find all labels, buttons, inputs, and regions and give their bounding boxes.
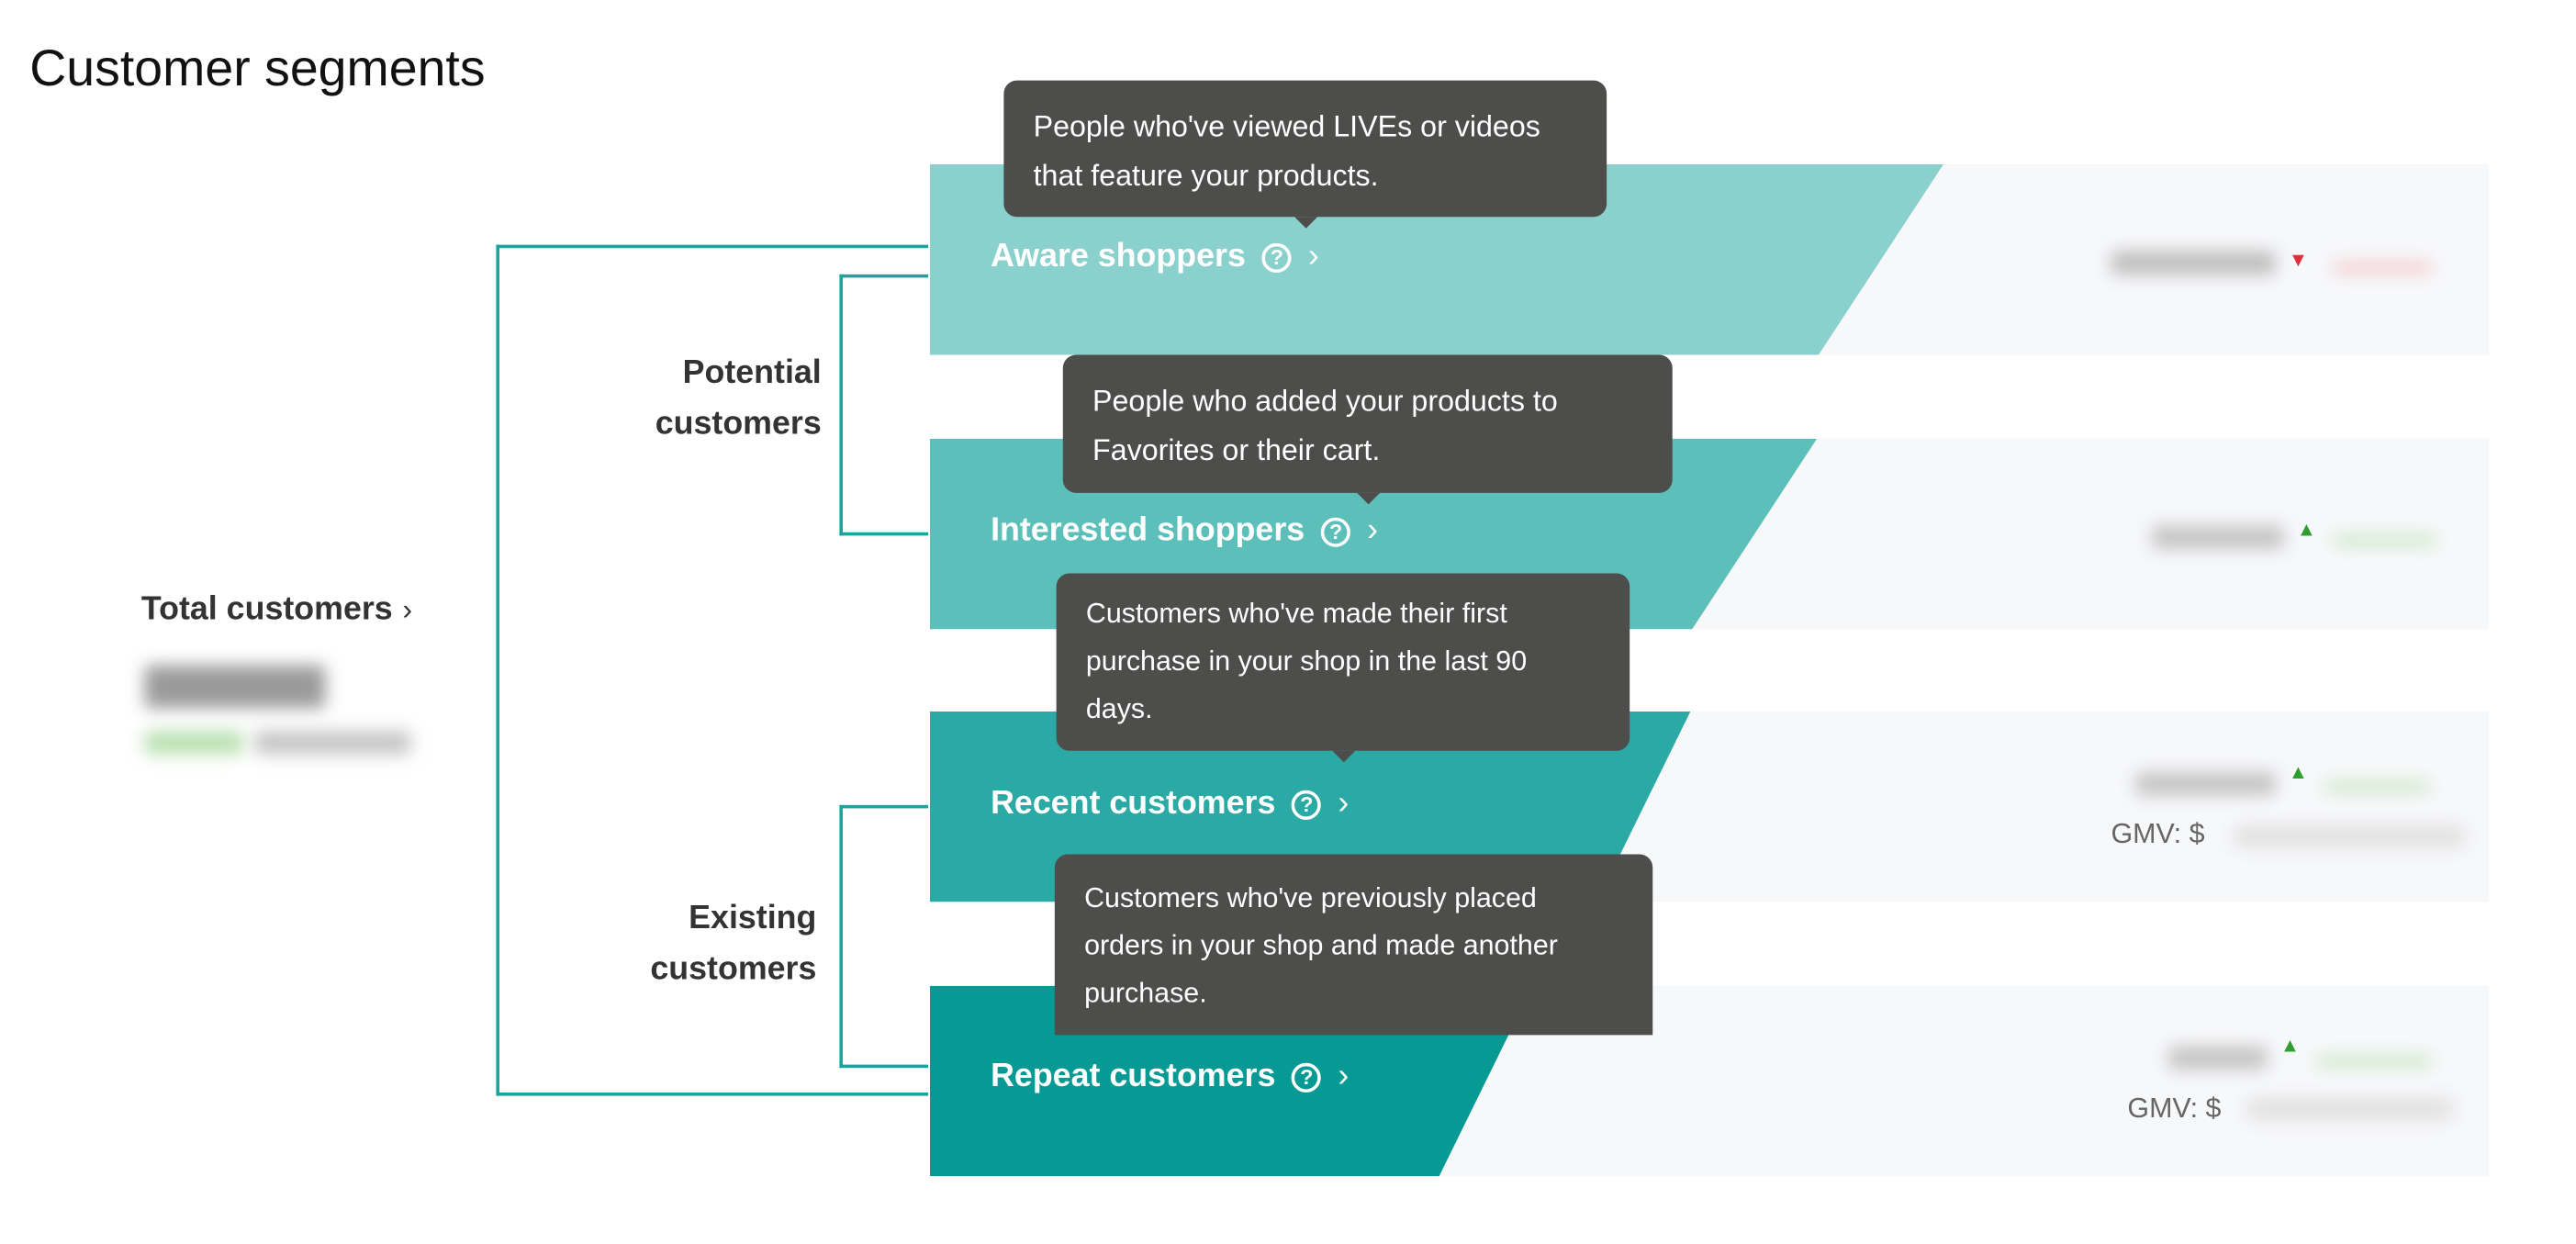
- total-customers-value-redacted: [144, 665, 326, 709]
- existing-customers-label: Existing customers: [591, 893, 816, 995]
- bracket-existing-bottom: [839, 1064, 929, 1069]
- tooltip-text: People who added your products to Favori…: [1092, 384, 1558, 467]
- tooltip-aware-shoppers: People who've viewed LIVEs or videos tha…: [1003, 80, 1607, 229]
- group-label-line: Potential: [682, 354, 822, 391]
- group-label-line: Existing: [689, 900, 817, 937]
- trend-down-icon: ▼: [2288, 248, 2309, 272]
- tooltip-text: Customers who've previously placed order…: [1084, 881, 1558, 1009]
- repeat-value-redacted: [2168, 1046, 2268, 1070]
- chevron-right-icon: ›: [1307, 238, 1319, 275]
- segment-repeat-customers[interactable]: Repeat customers ? ›: [991, 1058, 1349, 1095]
- repeat-gmv-redacted: [2247, 1097, 2453, 1121]
- recent-gmv-label: GMV: $: [2111, 818, 2205, 850]
- recent-gmv-redacted: [2234, 824, 2465, 848]
- segment-aware-shoppers[interactable]: Aware shoppers ? ›: [991, 238, 1319, 275]
- total-change-redacted: [144, 731, 243, 755]
- bracket-existing: [839, 804, 844, 1069]
- chevron-right-icon: ›: [1338, 785, 1350, 822]
- help-icon[interactable]: ?: [1292, 789, 1322, 820]
- interested-value-redacted: [2152, 525, 2284, 549]
- tooltip-text: People who've viewed LIVEs or videos tha…: [1033, 109, 1540, 193]
- recent-value-redacted: [2135, 772, 2276, 796]
- bracket-outer-bottom: [496, 1093, 929, 1096]
- potential-customers-label: Potential customers: [591, 348, 822, 450]
- tooltip-arrow: [1332, 750, 1356, 763]
- chevron-right-icon: ›: [1367, 512, 1379, 549]
- segment-label: Repeat customers: [991, 1058, 1276, 1094]
- tooltip-arrow: [1357, 492, 1381, 505]
- chevron-right-icon: ›: [402, 593, 413, 626]
- segment-label: Interested shoppers: [991, 512, 1305, 549]
- segment-label: Recent customers: [991, 785, 1276, 822]
- recent-change-redacted: [2324, 781, 2430, 792]
- page-title: Customer segments: [29, 39, 486, 97]
- total-customers-label: Total customers: [140, 591, 393, 628]
- total-customers-link[interactable]: Total customers ›: [141, 591, 412, 629]
- help-icon[interactable]: ?: [1321, 516, 1351, 547]
- repeat-gmv-label: GMV: $: [2127, 1093, 2222, 1125]
- tooltip-arrow: [1294, 217, 1318, 229]
- help-icon[interactable]: ?: [1261, 241, 1292, 273]
- bracket-existing-top: [839, 804, 929, 809]
- bracket-potential-bottom: [839, 532, 929, 536]
- segment-recent-customers[interactable]: Recent customers ? ›: [991, 785, 1349, 823]
- interested-change-redacted: [2333, 535, 2436, 546]
- trend-up-icon: ▲: [2288, 760, 2309, 784]
- aware-value-redacted: [2111, 251, 2276, 275]
- help-icon[interactable]: ?: [1292, 1061, 1322, 1093]
- segment-label: Aware shoppers: [991, 238, 1246, 275]
- chevron-right-icon: ›: [1338, 1058, 1350, 1094]
- bracket-outer: [496, 244, 500, 1096]
- group-label-line: customers: [655, 406, 822, 443]
- tooltip-recent-customers: Customers who've made their first purcha…: [1056, 573, 1630, 763]
- tooltip-repeat-customers: Customers who've previously placed order…: [1054, 854, 1653, 1036]
- tooltip-text: Customers who've made their first purcha…: [1085, 598, 1528, 725]
- repeat-change-redacted: [2316, 1056, 2432, 1067]
- tooltip-interested-shoppers: People who added your products to Favori…: [1062, 354, 1673, 505]
- bracket-potential: [839, 274, 844, 536]
- bracket-potential-top: [839, 274, 929, 278]
- trend-up-icon: ▲: [2279, 1033, 2301, 1057]
- group-label-line: customers: [650, 951, 817, 988]
- segment-interested-shoppers[interactable]: Interested shoppers ? ›: [991, 512, 1378, 550]
- total-compare-redacted: [254, 731, 411, 755]
- trend-up-icon: ▲: [2296, 517, 2316, 541]
- aware-change-redacted: [2333, 263, 2432, 274]
- bracket-outer-top: [496, 244, 929, 249]
